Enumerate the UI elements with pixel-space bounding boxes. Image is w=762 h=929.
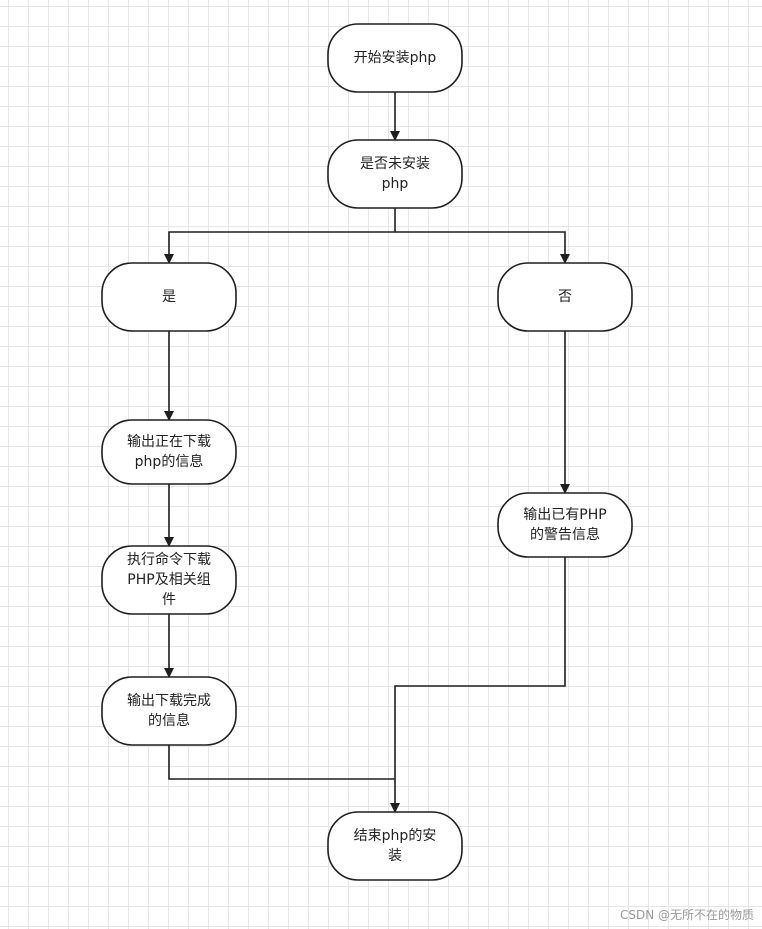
node-label-exec-1: PHP及相关组 bbox=[127, 572, 210, 588]
node-shape-no bbox=[497, 262, 633, 332]
node-label-exec-2: 件 bbox=[162, 592, 176, 608]
node-shape-warning bbox=[497, 492, 633, 558]
node-label-downloading-1: php的信息 bbox=[135, 453, 204, 470]
node-no: 否 bbox=[497, 262, 633, 332]
node-shape-done_msg bbox=[101, 676, 237, 746]
node-label-end-1: 装 bbox=[388, 848, 402, 864]
node-shape-end bbox=[327, 811, 463, 881]
node-shape-yes bbox=[101, 262, 237, 332]
node-warning: 输出已有PHP 的警告信息 bbox=[497, 492, 633, 558]
node-label-downloading-0: 输出正在下载 bbox=[127, 434, 211, 450]
edge-check-to-yes bbox=[164, 208, 396, 264]
node-label-yes-0: 是 bbox=[162, 289, 176, 305]
node-yes: 是 bbox=[101, 262, 237, 332]
node-label-done_msg-0: 输出下载完成 bbox=[127, 693, 211, 709]
node-label-end-0: 结束php的安 bbox=[354, 828, 437, 844]
node-label-exec-0: 执行命令下载 bbox=[127, 551, 211, 568]
node-label-warning-0: 输出已有PHP bbox=[523, 507, 606, 523]
node-label-done_msg-1: 的信息 bbox=[148, 712, 190, 729]
node-start: 开始安装php bbox=[327, 23, 463, 93]
edge-check-to-no bbox=[395, 231, 570, 264]
node-check: 是否未安装 php bbox=[327, 139, 463, 209]
node-downloading: 输出正在下载 php的信息 bbox=[101, 419, 237, 485]
edge-done_msg-to-end bbox=[168, 745, 395, 780]
node-shape-exec bbox=[101, 545, 237, 615]
node-shape-start bbox=[327, 23, 463, 93]
node-label-check-1: php bbox=[382, 176, 409, 192]
watermark: CSDN @无所不在的物质 bbox=[619, 908, 754, 922]
node-label-check-0: 是否未安装 bbox=[360, 156, 430, 172]
node-label-no-0: 否 bbox=[558, 289, 572, 305]
edges-layer bbox=[164, 92, 570, 813]
node-label-warning-1: 的警告信息 bbox=[530, 526, 600, 543]
node-label-start-0: 开始安装php bbox=[354, 50, 437, 66]
node-shape-check bbox=[327, 139, 463, 209]
edge-warning-to-end bbox=[390, 557, 566, 813]
node-shape-downloading bbox=[101, 419, 237, 485]
